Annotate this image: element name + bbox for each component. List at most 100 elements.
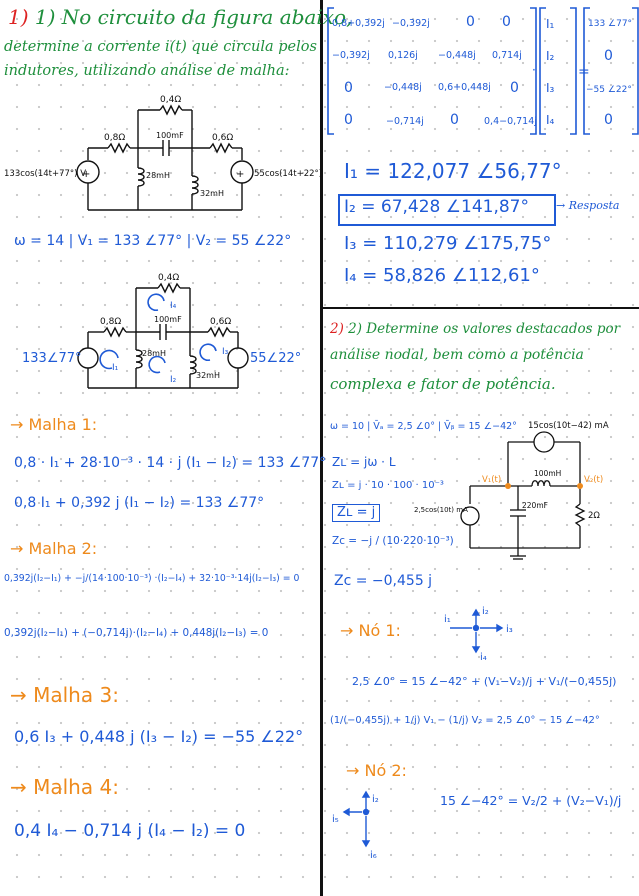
m-2-3: 0: [510, 80, 519, 96]
c1-l-left-label: 28mH: [146, 171, 170, 180]
result-I1: I₁ = 122,077 ∠56,77°: [344, 159, 562, 183]
node-2-title: → Nó 2:: [346, 761, 407, 780]
c2-l-left-label: 28mH: [142, 349, 166, 358]
matrix-system: 0,8+0,392j −0,392j 0 0 −0,392j 0,126j −0…: [327, 7, 639, 135]
c2-cap-label: 100mF: [154, 315, 182, 324]
mesh-2-eq2: 0,392j(I₂−I₁) + (−0,714j)·(I₂−I₄) + 0,44…: [4, 627, 269, 639]
mesh-3-eq: 0,6 I₃ + 0,448 j (I₃ − I₂) = −55 ∠22°: [14, 727, 304, 746]
c3-v1-label: V₁(t): [482, 475, 501, 485]
mesh-2-eq1: 0,392j(I₂−I₁) + −j/(14·100·10⁻³) ·(I₂−I₄…: [4, 573, 300, 584]
mesh-1-eq2: 0,8 I₁ + 0,392 j (I₁ − I₂) = 133 ∠77°: [14, 495, 265, 511]
m-3-1: −0,714j: [386, 116, 424, 127]
c2-r-left-label: 0,8Ω: [100, 317, 121, 327]
zc-eq2: Zc = −0,455 j: [334, 573, 433, 589]
vertical-divider: [320, 0, 323, 896]
m-1-0: −0,392j: [332, 50, 370, 61]
c3-src-top-label: 15cos(10t−42) mA: [528, 421, 609, 431]
c2-r-top-label: 0,4Ω: [158, 273, 179, 283]
node-1-title: → Nó 1:: [340, 621, 401, 640]
m-2-2: 0,6+0,448j: [438, 82, 491, 93]
m-1-2: −0,448j: [438, 50, 476, 61]
matrix-dot: ·: [532, 63, 536, 77]
mesh-1-title: → Malha 1:: [10, 415, 98, 434]
mesh-1-eq1: 0,8 · I₁ + 28·10⁻³ · 14 · j (I₁ − I₂) = …: [14, 455, 327, 471]
rhs-3: −55 ∠22°: [586, 85, 632, 95]
c2-src-left-label: 133∠77°: [22, 351, 82, 366]
matrix-equals: =: [578, 64, 590, 80]
m-0-1: −0,392j: [392, 18, 430, 29]
c1-r-top-label: 0,4Ω: [160, 95, 181, 105]
n2-i6-label: i₆: [370, 850, 377, 861]
c3-cap-label: 220mF: [522, 501, 548, 510]
answer-label: → Resposta: [556, 199, 620, 212]
n2-i2-label: i₂: [372, 794, 379, 805]
unknown-3: I₃: [546, 81, 555, 95]
c1-r-right-label: 0,6Ω: [212, 133, 233, 143]
c2-src-right-label: 55∠22°: [250, 351, 301, 366]
svg-text:+: +: [82, 169, 90, 180]
circuit-1: + + 0,4Ω 0,8Ω 100mF 0,6Ω 28mH 32mH 133co…: [4, 95, 320, 211]
unknown-4: I₄: [546, 113, 555, 127]
mesh-4-title: → Malha 4:: [10, 775, 119, 799]
c2-l-right-label: 32mH: [196, 371, 220, 380]
problem-1-line2: determine a corrente i(t) que circula pe…: [4, 39, 317, 55]
zl-eq3: Zʟ = j: [332, 504, 381, 523]
node-2-currents: i₅ i₂ i₆: [332, 790, 379, 861]
node-1-eq2: (1/(−0,455j) + 1/j) V₁ − (1/j) V₂ = 2,5 …: [330, 715, 600, 726]
mesh-I1-label: I₁: [112, 363, 119, 373]
c3-ind-label: 100mH: [534, 469, 561, 478]
mesh-I4-label: I₄: [170, 301, 177, 311]
m-0-2: 0: [466, 14, 475, 30]
m-0-3: 0: [502, 14, 511, 30]
given-values-2: ω = 10 | V̄ₐ = 2,5 ∠0° | V̄ᵦ = 15 ∠−42°: [330, 421, 517, 432]
c1-l-right-label: 32mH: [200, 189, 224, 198]
problem-2-line1: 2) 2) Determine os valores destacados po…: [330, 321, 621, 337]
c3-src-left-label: 2,5cos(10t) mA: [414, 506, 468, 514]
c1-src-left-label: 133cos(14t+77°) V: [4, 169, 86, 179]
svg-text:+: +: [236, 169, 244, 180]
rhs-1: 133 ∠77°: [588, 19, 632, 29]
n1-i1-label: i₁: [444, 614, 451, 625]
given-values-1: ω = 14 | V₁ = 133 ∠77° | V₂ = 55 ∠22°: [14, 233, 292, 249]
m-2-0: 0: [344, 80, 353, 96]
node-1-eq1: 2,5 ∠0° = 15 ∠−42° + (V₁−V₂)/j + V₁/(−0,…: [352, 675, 617, 688]
result-I3: I₃ = 110,279 ∠175,75°: [344, 233, 552, 254]
problem-2-line3: complexa e fator de potência.: [330, 375, 556, 393]
n1-i4-label: i₄: [480, 652, 487, 662]
c3-res-label: 2Ω: [588, 511, 600, 521]
mesh-2-title: → Malha 2:: [10, 539, 98, 558]
n1-i3-label: i₃: [506, 624, 513, 635]
n2-i5-label: i₅: [332, 814, 339, 825]
n1-i2-label: i₂: [482, 606, 489, 617]
horizontal-divider: [322, 307, 639, 309]
c1-cap-label: 100mF: [156, 131, 184, 140]
result-I2: I₂ = 67,428 ∠141,87°: [344, 197, 529, 217]
problem-2-line2: análise nodal, bem como a potência: [330, 347, 584, 363]
m-1-1: 0,126j: [388, 50, 418, 61]
c1-r-left-label: 0,8Ω: [104, 133, 125, 143]
result-I4: I₄ = 58,826 ∠112,61°: [344, 265, 540, 286]
rhs-4: 0: [604, 112, 613, 128]
m-3-0: 0: [344, 112, 353, 128]
m-1-3: 0,714j: [492, 50, 522, 61]
rhs-2: 0: [604, 48, 613, 64]
c2-r-right-label: 0,6Ω: [210, 317, 231, 327]
mesh-I3-label: I₃: [222, 347, 229, 357]
answer-box: [338, 194, 556, 226]
node-2-eq: 15 ∠−42° = V₂/2 + (V₂−V₁)/j: [440, 793, 622, 808]
m-3-2: 0: [450, 112, 459, 128]
circuit-2: I₁ I₂ I₃ I₄ 0,4Ω 0,8Ω 100mF 0,6Ω 28mH 32…: [22, 273, 301, 389]
m-3-3: 0,4−0,714j: [484, 116, 537, 127]
problem-1-line3: indutores, utilizando análise de malha:: [4, 63, 290, 79]
m-0-0: 0,8+0,392j: [332, 18, 385, 29]
problem-1-title: 1) 1) No circuito da figura abaixo,: [8, 5, 353, 29]
unknown-2: I₂: [546, 49, 555, 63]
c1-src-right-label: 55cos(14t+22°) V: [254, 169, 320, 179]
zl-eq1: Zʟ = jω · L: [332, 455, 396, 469]
mesh-4-eq: 0,4 I₄ − 0,714 j (I₄ − I₂) = 0: [14, 821, 246, 841]
c3-v2-label: V₂(t): [584, 475, 603, 485]
node-1-currents: i₁ i₂ i₃ i₄: [444, 606, 513, 662]
circuit-3: 15cos(10t−42) mA V₁(t) V₂(t) 100mH 220mF…: [414, 421, 609, 560]
mesh-I2-label: I₂: [170, 375, 177, 385]
m-2-1: −0,448j: [384, 82, 422, 93]
